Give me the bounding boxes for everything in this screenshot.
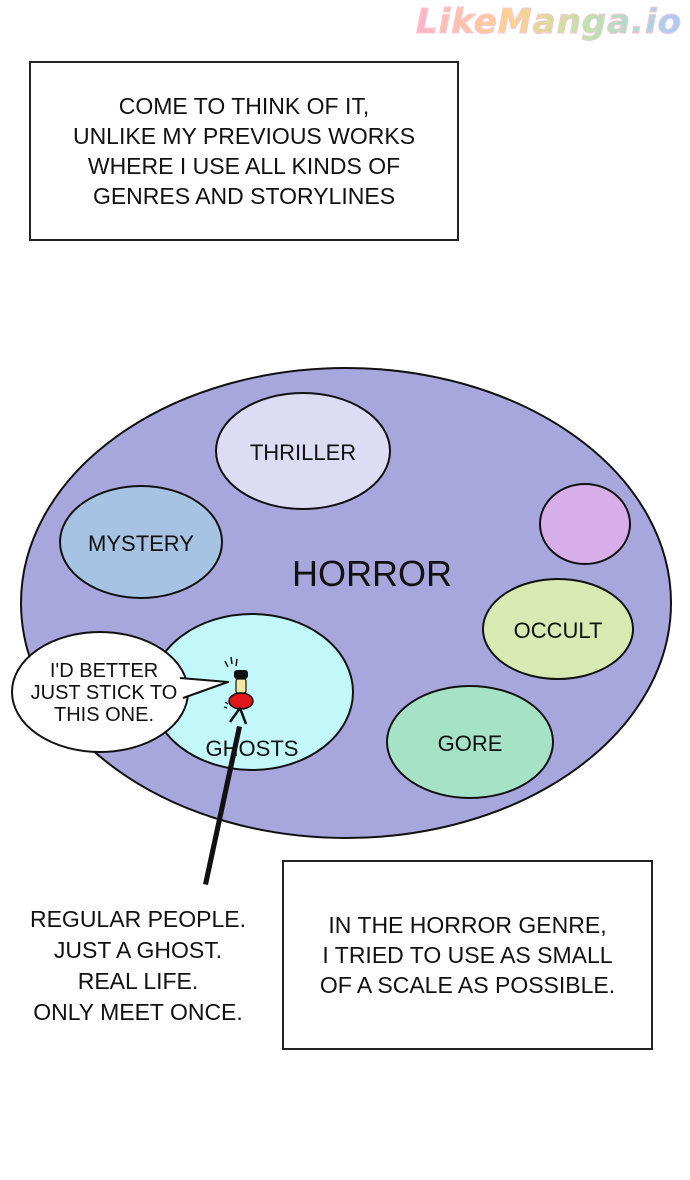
mystery-ellipse: [59, 485, 223, 599]
mystery-label: MYSTERY: [88, 531, 194, 556]
thriller-ellipse: [215, 392, 391, 510]
ghost-notes: REGULAR PEOPLE. JUST A GHOST. REAL LIFE.…: [29, 906, 247, 1025]
occult-label: OCCULT: [514, 618, 603, 643]
speech-bubble-tail: [179, 677, 229, 699]
horror-label: HORROR: [292, 553, 452, 594]
character-icon: [223, 656, 254, 710]
watermark-logo: LikeManga.io: [416, 2, 682, 43]
caption-box-bottom: IN THE HORROR GENRE, I TRIED TO USE AS S…: [282, 860, 653, 1050]
thriller-label: THRILLER: [250, 440, 356, 465]
gore-ellipse: [386, 685, 554, 799]
pointer-arrow: [203, 706, 248, 885]
caption-box-top: COME TO THINK OF IT, UNLIKE MY PREVIOUS …: [29, 61, 459, 241]
occult-ellipse: [482, 578, 634, 680]
speech-bubble-text: I'D BETTER JUST STICK TO THIS ONE.: [30, 660, 178, 726]
gore-label: GORE: [438, 731, 503, 756]
unlabeled-ellipse: [539, 483, 631, 565]
ghosts-label: GHOSTS: [206, 736, 299, 761]
